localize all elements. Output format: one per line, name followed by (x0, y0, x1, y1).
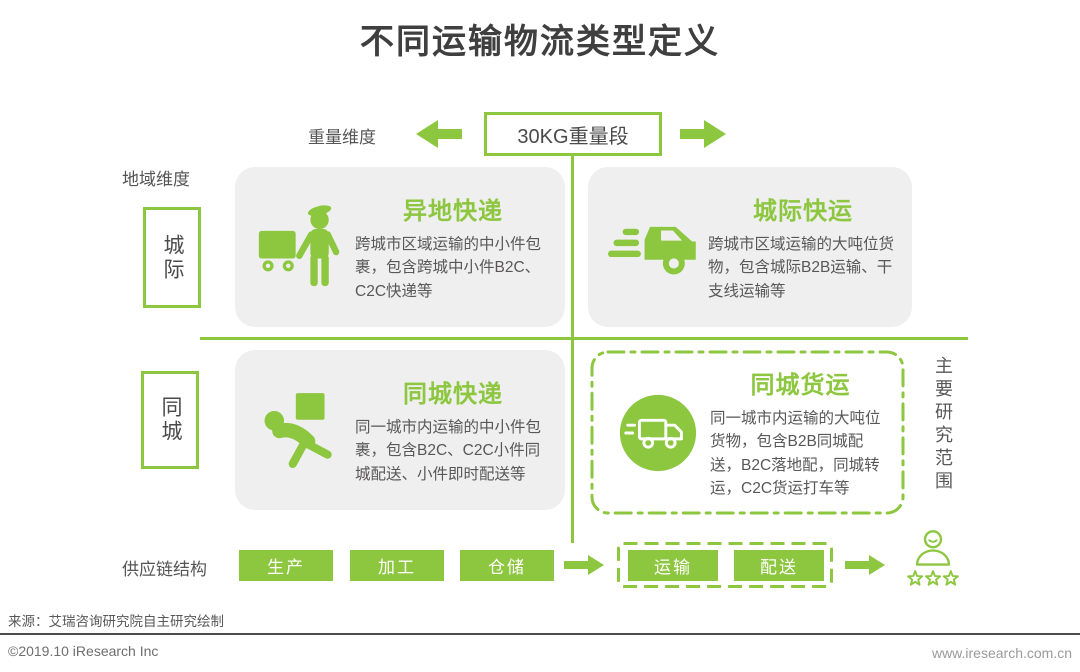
quadrant-card-intercity-express: 异地快递 跨城市区域运输的中小件包裹，包含跨城中小件B2C、C2C快递等 (235, 167, 565, 327)
weight-segment-label: 30KG重量段 (517, 125, 629, 148)
speeding-truck-icon (604, 213, 708, 281)
highlighted-stages-group: 运输 配送 (617, 542, 833, 588)
stage-processing-label: 加工 (378, 558, 416, 577)
courier-carrying-box-icon (251, 390, 355, 470)
quadrant-title: 同城快递 (403, 381, 503, 409)
quadrant-desc: 跨城市区域运输的大吨位货物，包含城际B2B运输、干支线运输等 (708, 236, 895, 300)
website-url: www.iresearch.com.cn (931, 645, 1072, 661)
research-scope-label: 主要研究范围 (933, 356, 953, 494)
stage-delivery-label: 配送 (760, 558, 798, 577)
page-title: 不同运输物流类型定义 (360, 23, 720, 61)
arrow-right-icon (680, 120, 726, 153)
region-row-intercity-label: 城际 (161, 233, 184, 282)
region-row-intercity: 城际 (143, 207, 201, 308)
quadrant-title: 异地快递 (403, 198, 503, 226)
quadrant-desc: 跨城市区域运输的中小件包裹，包含跨城中小件B2C、C2C快递等 (355, 236, 542, 300)
stage-production: 生产 (239, 550, 333, 581)
supply-chain-label: 供应链结构 (122, 560, 207, 579)
region-axis-label: 地域维度 (122, 170, 190, 189)
stage-warehousing-label: 仓储 (488, 558, 526, 577)
supply-chain-arrow-icon (564, 554, 604, 581)
region-row-intracity: 同城 (141, 371, 199, 469)
quadrant-desc: 同一城市内运输的大吨位货物，包含B2B同城配送，B2C落地配，同城转运，C2C货… (710, 410, 881, 497)
footer-divider (0, 633, 1080, 635)
weight-segment-box: 30KG重量段 (484, 112, 662, 156)
supply-chain-arrow2-icon (845, 554, 885, 581)
weight-axis-label: 重量维度 (308, 128, 376, 147)
truck-in-circle-icon (606, 392, 710, 474)
copyright-text: ©2019.10 iResearch Inc (8, 643, 159, 659)
horizontal-axis-line (200, 337, 968, 340)
quadrant-desc: 同一城市内运输的中小件包裹，包含B2C、C2C小件同城配送、小件即时配送等 (355, 419, 542, 483)
source-note: 来源：艾瑞咨询研究院自主研究绘制 (8, 614, 224, 629)
stage-production-label: 生产 (267, 558, 305, 577)
quadrant-card-intracity-express: 同城快递 同一城市内运输的中小件包裹，包含B2C、C2C小件同城配送、小件即时配… (235, 350, 565, 510)
customer-rating-icon (903, 526, 963, 595)
stage-transport: 运输 (628, 550, 718, 581)
stage-processing: 加工 (350, 550, 444, 581)
quadrant-title: 同城货运 (750, 372, 851, 399)
arrow-left-icon (416, 120, 462, 153)
stage-transport-label: 运输 (654, 558, 692, 577)
stage-delivery: 配送 (734, 550, 824, 581)
quadrant-title: 城际快运 (753, 198, 853, 226)
quadrant-card-intercity-freight: 城际快运 跨城市区域运输的大吨位货物，包含城际B2B运输、干支线运输等 (588, 167, 912, 327)
courier-with-cart-icon (251, 203, 355, 291)
region-row-intracity-label: 同城 (159, 396, 182, 444)
vertical-axis-line (571, 155, 574, 543)
quadrant-card-intracity-freight: 同城货运 同一城市内运输的大吨位货物，包含B2B同城配送，B2C落地配，同城转运… (590, 350, 905, 515)
stage-warehousing: 仓储 (460, 550, 554, 581)
